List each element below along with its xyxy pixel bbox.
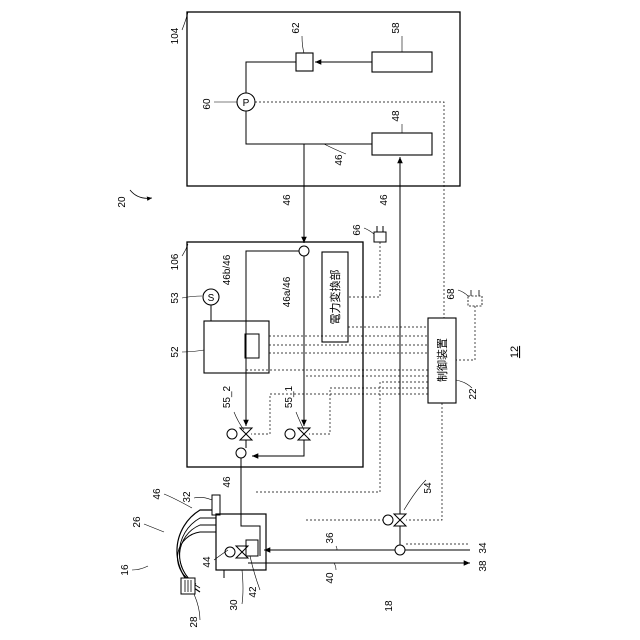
label-44: 44 <box>202 556 213 568</box>
label-46-mid: 46 <box>282 194 293 206</box>
label-52: 52 <box>170 346 181 358</box>
valve-55-1 <box>285 428 310 440</box>
valve-42 <box>225 540 258 558</box>
box-104 <box>187 12 460 186</box>
label-48: 48 <box>391 110 402 122</box>
part-32 <box>212 495 220 515</box>
label-42: 42 <box>248 586 259 598</box>
sensor-s-text: S <box>208 293 215 304</box>
component-52-display <box>245 334 259 358</box>
label-60: 60 <box>202 98 213 110</box>
label-16: 16 <box>120 564 131 576</box>
label-46a: 46a/46 <box>282 276 293 307</box>
label-54: 54 <box>423 482 434 494</box>
label-55-1: 55_1 <box>284 385 295 408</box>
power-converter-label: 電力変換部 <box>328 270 342 325</box>
label-46-coil: 46 <box>152 488 163 500</box>
label-18: 18 <box>384 600 395 612</box>
controller-label: 制御装置 <box>435 338 449 382</box>
label-28: 28 <box>189 616 200 628</box>
label-32: 32 <box>182 491 193 503</box>
applicator-26 <box>177 510 216 594</box>
label-53: 53 <box>170 292 181 304</box>
label-58: 58 <box>391 22 402 34</box>
junction-36 <box>395 545 405 555</box>
label-62: 62 <box>291 22 302 34</box>
label-66: 66 <box>352 224 363 236</box>
label-fig-number: 12 <box>509 346 521 358</box>
junction-46-top <box>299 246 309 256</box>
component-48 <box>372 133 432 155</box>
pump-p-text: P <box>243 98 250 109</box>
label-46-bottom: 46 <box>222 476 233 488</box>
label-20: 20 <box>117 196 128 208</box>
label-104: 104 <box>170 27 181 44</box>
label-30: 30 <box>229 599 240 611</box>
valve-54 <box>383 514 406 526</box>
label-106: 106 <box>170 253 181 270</box>
label-22: 22 <box>468 388 479 400</box>
label-36: 36 <box>325 532 336 544</box>
label-46-right: 46 <box>379 194 390 206</box>
plug-68 <box>456 290 482 360</box>
label-40: 40 <box>325 572 336 584</box>
valve-55-2 <box>227 428 252 440</box>
label-46-top: 46 <box>334 154 345 166</box>
component-62 <box>296 53 313 71</box>
plug-66 <box>348 226 386 297</box>
label-26: 26 <box>132 516 143 528</box>
label-38: 38 <box>478 560 489 572</box>
component-58 <box>372 52 432 72</box>
label-68: 68 <box>446 288 457 300</box>
junction-46-bottom <box>236 448 246 458</box>
label-46b: 46b/46 <box>222 254 233 285</box>
label-55-2: 55_2 <box>222 385 233 408</box>
label-34: 34 <box>478 542 489 554</box>
